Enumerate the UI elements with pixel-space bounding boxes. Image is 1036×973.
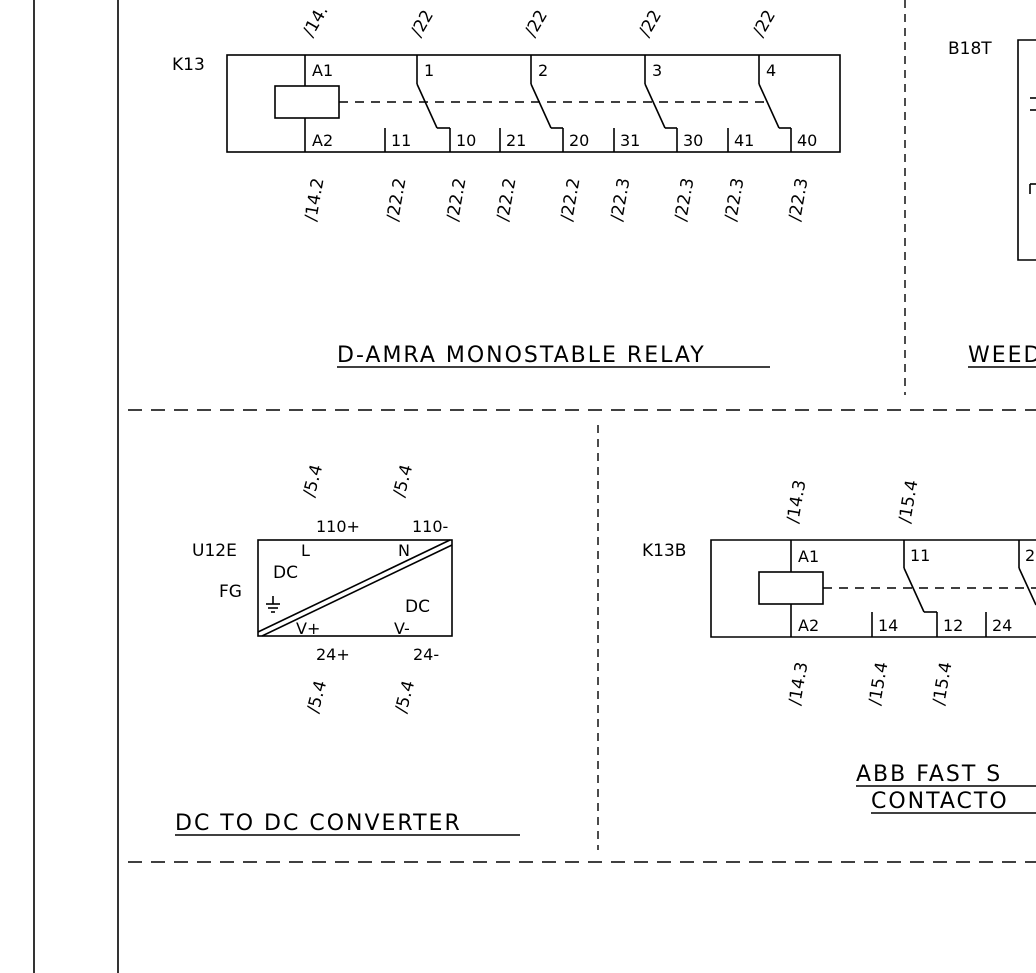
contactor-coil-pin-a2: A2 xyxy=(798,616,819,635)
k13-top-ref-2: /22 xyxy=(407,7,438,41)
converter-diagonal-2 xyxy=(261,544,453,637)
contactor-bottom-ref-2: /15.4 xyxy=(865,660,892,706)
k13-contact-2: 2 xyxy=(538,61,548,80)
converter-top-ref-1: /5.4 xyxy=(300,462,328,499)
k13-tag: K13 xyxy=(172,55,205,75)
contactor-k13b: /14.3 /15.4 K13B A1 A2 11 2 14 12 24 /14… xyxy=(642,478,1036,814)
converter-bottom-ref-1: /5.4 xyxy=(304,678,332,715)
k13-bottom-ref-8: /22.3 xyxy=(721,176,748,222)
contactor-coil-pin-a1: A1 xyxy=(798,547,819,566)
contactor-section-title-line1: ABB FAST S xyxy=(856,762,1002,787)
k13-top-ref-5: /22 xyxy=(749,7,780,41)
k13-contact-3: 3 xyxy=(652,61,662,80)
contactor-contact-2: 2 xyxy=(1025,546,1035,565)
contactor-contact-11: 11 xyxy=(910,546,930,565)
k13-section-title: D-AMRA MONOSTABLE RELAY xyxy=(337,343,706,368)
k13-top-ref-1: /14. xyxy=(299,2,333,40)
k13-terminal-30: 30 xyxy=(683,131,703,150)
converter-bottom-ref-2: /5.4 xyxy=(392,678,420,715)
k13-top-ref-4: /22 xyxy=(635,7,666,41)
converter-pin-110-minus: 110- xyxy=(412,517,448,536)
contactor-bottom-ref-3: /15.4 xyxy=(929,660,956,706)
converter-pin-24-plus: 24+ xyxy=(316,645,350,664)
k13-terminal-11: 11 xyxy=(391,131,411,150)
k13-top-ref-3: /22 xyxy=(521,7,552,41)
k13-terminal-31: 31 xyxy=(620,131,640,150)
k13-bottom-ref-5: /22.2 xyxy=(557,176,584,222)
weed-section-title: WEED xyxy=(968,343,1036,368)
converter-label-n: N xyxy=(398,541,410,560)
k13-coil-pin-a1: A1 xyxy=(312,61,333,80)
converter-label-dc-bottom: DC xyxy=(405,597,430,617)
converter-label-dc-top: DC xyxy=(273,563,298,583)
contactor-top-ref-2: /15.4 xyxy=(895,478,922,524)
k13-terminal-21: 21 xyxy=(506,131,526,150)
k13-bottom-ref-7: /22.3 xyxy=(671,176,698,222)
converter-section-title: DC TO DC CONVERTER xyxy=(175,811,462,836)
converter-box xyxy=(257,539,453,637)
relay-k13: /14. /22 /22 /22 /22 K13 A1 A2 1 2 xyxy=(172,2,841,368)
converter-tag: U12E xyxy=(192,541,237,561)
contactor-top-ref-1: /14.3 xyxy=(783,478,810,524)
weed-tag: B18T xyxy=(948,39,992,59)
contactor-tag: K13B xyxy=(642,541,686,561)
contactor-terminal-24: 24 xyxy=(992,616,1012,635)
k13-terminal-41: 41 xyxy=(734,131,754,150)
contactor-coil xyxy=(758,571,824,605)
k13-terminal-10: 10 xyxy=(456,131,476,150)
k13-bottom-ref-1: /14.2 xyxy=(301,176,328,222)
converter-pin-24-minus: 24- xyxy=(413,645,439,664)
converter-label-l: L xyxy=(301,541,310,560)
contactor-terminal-14: 14 xyxy=(878,616,898,635)
k13-coil xyxy=(274,85,340,119)
contactor-section-title-line2: CONTACTO xyxy=(871,789,1009,814)
k13-contact-1: 1 xyxy=(424,61,434,80)
converter-label-v-minus: V- xyxy=(394,619,410,638)
contactor-box-partial xyxy=(710,539,1036,638)
k13-terminal-20: 20 xyxy=(569,131,589,150)
k13-bottom-ref-2: /22.2 xyxy=(383,176,410,222)
k13-coil-pin-a2: A2 xyxy=(312,131,333,150)
k13-bottom-ref-6: /22.3 xyxy=(607,176,634,222)
k13-bottom-ref-3: /22.2 xyxy=(443,176,470,222)
weed-box-partial xyxy=(1017,39,1036,261)
converter-pin-110-plus: 110+ xyxy=(316,517,360,536)
weed-section: B18T WEED xyxy=(948,39,1036,368)
k13-contact-4: 4 xyxy=(766,61,776,80)
k13-bottom-ref-9: /22.3 xyxy=(785,176,812,222)
converter-u12e: /5.4 /5.4 110+ 110- U12E FG L N DC DC V+… xyxy=(175,462,520,836)
k13-box xyxy=(226,54,841,153)
k13-bottom-ref-4: /22.2 xyxy=(493,176,520,222)
converter-diagonal-1 xyxy=(257,539,451,633)
contactor-bottom-ref-1: /14.3 xyxy=(785,660,812,706)
k13-terminal-40: 40 xyxy=(797,131,817,150)
converter-top-ref-2: /5.4 xyxy=(390,462,418,499)
ground-icon xyxy=(266,596,280,613)
converter-fg-label: FG xyxy=(219,582,242,602)
contactor-terminal-12: 12 xyxy=(943,616,963,635)
converter-label-v-plus: V+ xyxy=(296,619,320,638)
